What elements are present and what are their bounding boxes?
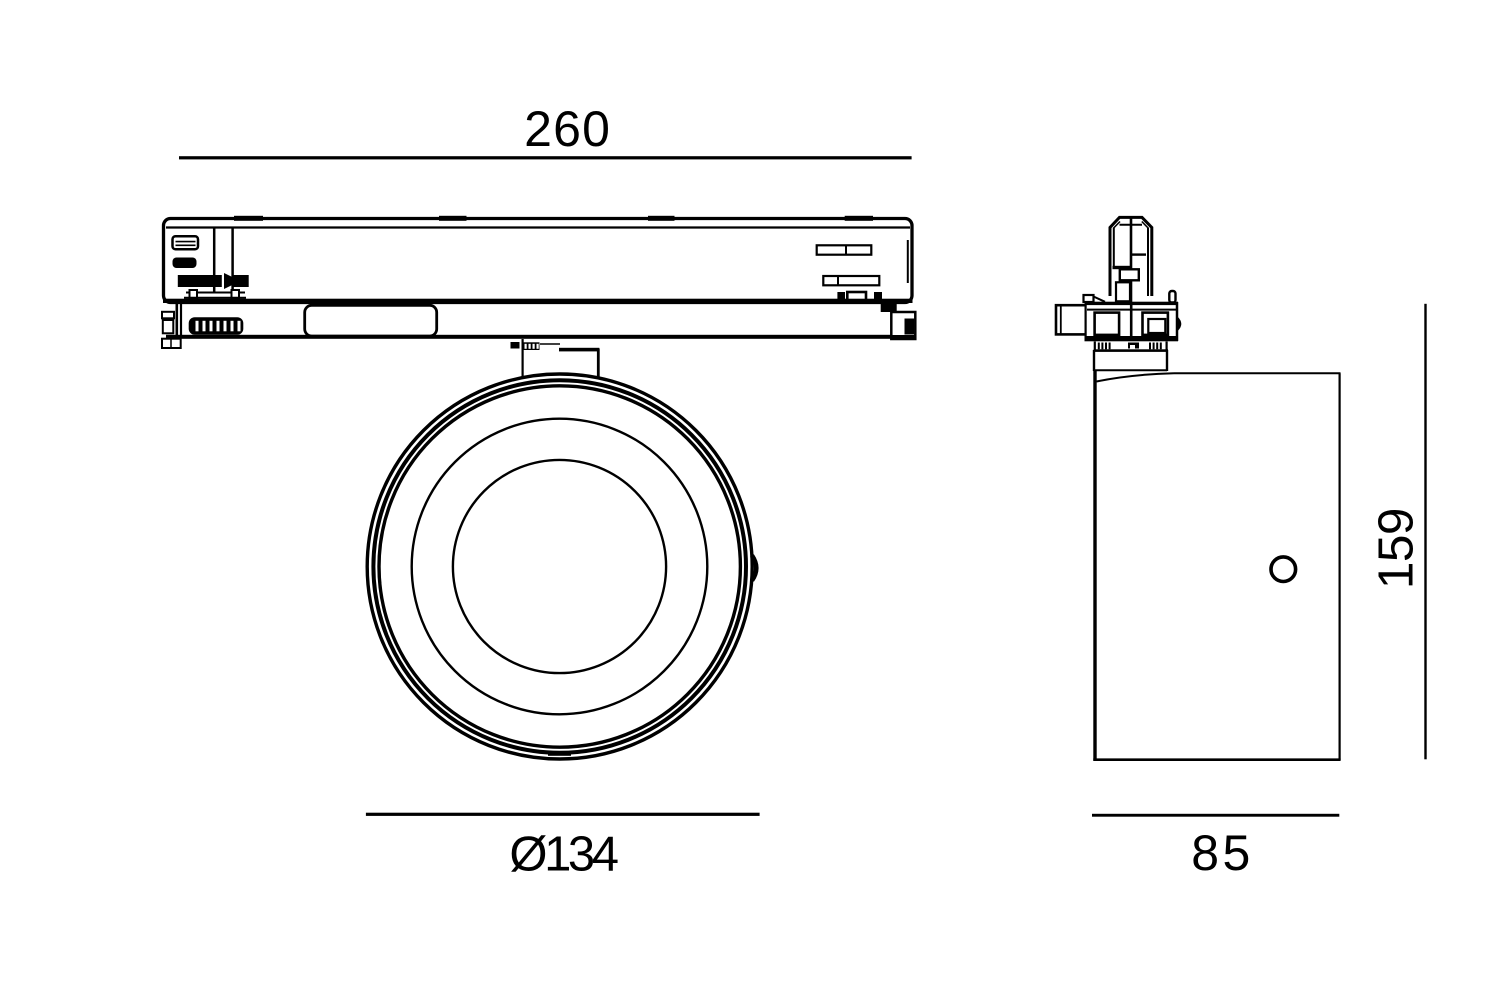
svg-text:159: 159 [1368,508,1423,589]
svg-text:Ø134: Ø134 [509,828,617,882]
svg-text:85: 85 [1191,825,1254,881]
svg-text:260: 260 [524,101,611,157]
